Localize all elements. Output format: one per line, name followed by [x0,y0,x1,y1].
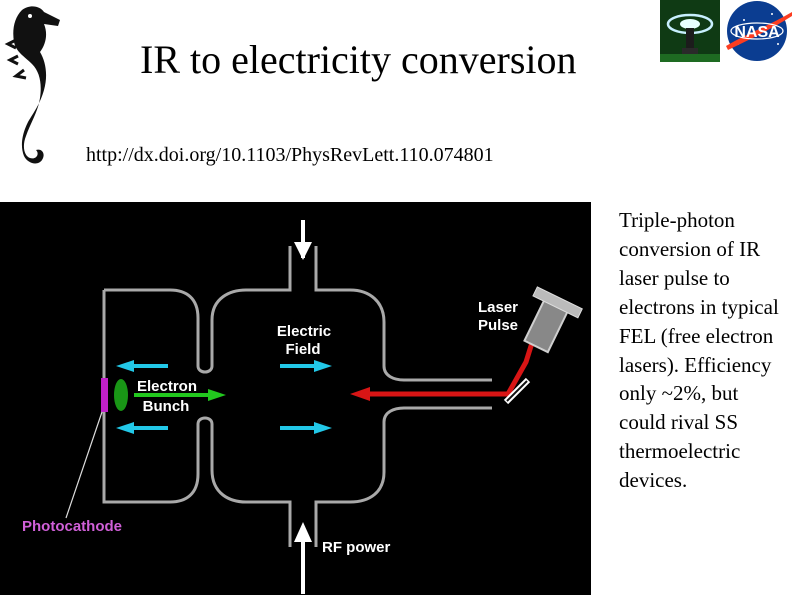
fel-photocathode-diagram: Electric Field Electron Bunch Laser Puls… [0,202,591,595]
laser-pulse-label-line2: Pulse [478,317,518,334]
nasa-logo-text: NASA [734,24,780,41]
laser-beam-head [350,387,370,401]
rf-power-label: RF power [322,539,390,556]
field-arrows [116,360,332,434]
electron-bunch-label-line1: Electron [137,378,197,395]
field-arrow-left-bottom-head [116,422,134,434]
electron-bunch-glow [114,379,128,411]
photocathode-label: Photocathode [22,518,122,535]
photocathode-plate [101,378,108,412]
laser-pulse-label-line1: Laser [478,299,518,316]
seahorse-logo [4,6,60,164]
electric-field-label-line2: Field [285,341,320,358]
field-arrow-right-top-head [314,360,332,372]
laser-beam [368,329,539,397]
ring-logo [660,0,720,62]
electron-beam-head [208,389,226,401]
field-arrow-right-bottom-head [314,422,332,434]
field-arrow-left-top-head [116,360,134,372]
doi-link[interactable]: http://dx.doi.org/10.1103/PhysRevLett.11… [86,144,494,166]
mirror-inner [506,380,528,402]
nasa-logo: NASA [726,1,792,61]
rf-power-arrowhead [294,522,312,542]
electron-bunch-label-line2: Bunch [143,398,190,415]
top-rf-arrowhead [294,242,312,260]
electric-field-label-line1: Electric [277,323,331,340]
cavity-walls [102,246,492,547]
slide-description: Triple-photon conversion of IR laser pul… [619,208,779,493]
photocathode-pointer [65,411,103,519]
laser-source [523,286,583,354]
slide-title: IR to electricity conversion [140,37,577,82]
diagram-background [0,202,591,595]
